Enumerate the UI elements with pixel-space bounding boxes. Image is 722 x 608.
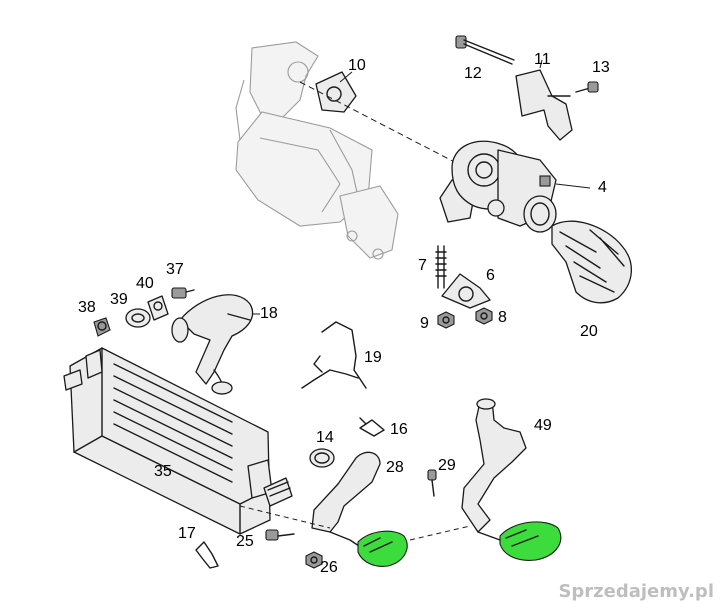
gasket-6 bbox=[441, 273, 491, 309]
turbocharger-4 bbox=[439, 140, 591, 233]
callout-18: 18 bbox=[260, 305, 278, 322]
callout-49: 49 bbox=[534, 417, 552, 434]
callout-38: 38 bbox=[78, 299, 96, 316]
nut-8 bbox=[475, 307, 493, 325]
fitting-40 bbox=[147, 295, 169, 321]
callout-6: 6 bbox=[486, 267, 495, 284]
callout-9: 9 bbox=[420, 315, 429, 332]
stud-7 bbox=[435, 245, 447, 289]
bolt-13 bbox=[575, 81, 599, 93]
callout-28: 28 bbox=[386, 459, 404, 476]
exhaust-manifold-ghost bbox=[235, 41, 399, 260]
wire-clip-19 bbox=[301, 321, 367, 389]
callout-26: 26 bbox=[320, 559, 338, 576]
callout-17: 17 bbox=[178, 525, 196, 542]
callout-10: 10 bbox=[348, 57, 366, 74]
intercooler-35 bbox=[63, 347, 293, 535]
callout-25: 25 bbox=[236, 533, 254, 550]
callout-37: 37 bbox=[166, 261, 184, 278]
bolt-29 bbox=[427, 469, 437, 497]
clamp-39 bbox=[125, 308, 151, 328]
nut-26 bbox=[305, 551, 323, 569]
callout-29: 29 bbox=[438, 457, 456, 474]
bolt-25 bbox=[265, 529, 295, 541]
callout-35: 35 bbox=[154, 463, 172, 480]
clip-16 bbox=[359, 417, 385, 437]
pipe-49 bbox=[461, 398, 562, 561]
callout-4: 4 bbox=[598, 179, 607, 196]
intake-hose-20 bbox=[551, 220, 633, 304]
grommet-38 bbox=[93, 317, 111, 337]
bolt-12 bbox=[455, 35, 515, 65]
callout-8: 8 bbox=[498, 309, 507, 326]
callout-20: 20 bbox=[580, 323, 598, 340]
callout-40: 40 bbox=[136, 275, 154, 292]
callout-11: 11 bbox=[534, 51, 551, 68]
callout-13: 13 bbox=[592, 59, 610, 76]
watermark: Sprzedajemy.pl bbox=[558, 581, 714, 602]
gasket-10 bbox=[315, 71, 357, 113]
pipe-28 bbox=[311, 451, 408, 567]
charge-pipe-18 bbox=[171, 294, 260, 395]
callout-7: 7 bbox=[418, 257, 427, 274]
callout-39: 39 bbox=[110, 291, 128, 308]
callout-12: 12 bbox=[464, 65, 482, 82]
clamp-14 bbox=[309, 448, 335, 468]
callout-16: 16 bbox=[390, 421, 408, 438]
nut-9 bbox=[437, 311, 455, 329]
clip-17 bbox=[195, 541, 219, 569]
bolt-37 bbox=[171, 287, 195, 299]
callout-19: 19 bbox=[364, 349, 382, 366]
callout-14: 14 bbox=[316, 429, 334, 446]
bracket-11 bbox=[515, 59, 573, 141]
